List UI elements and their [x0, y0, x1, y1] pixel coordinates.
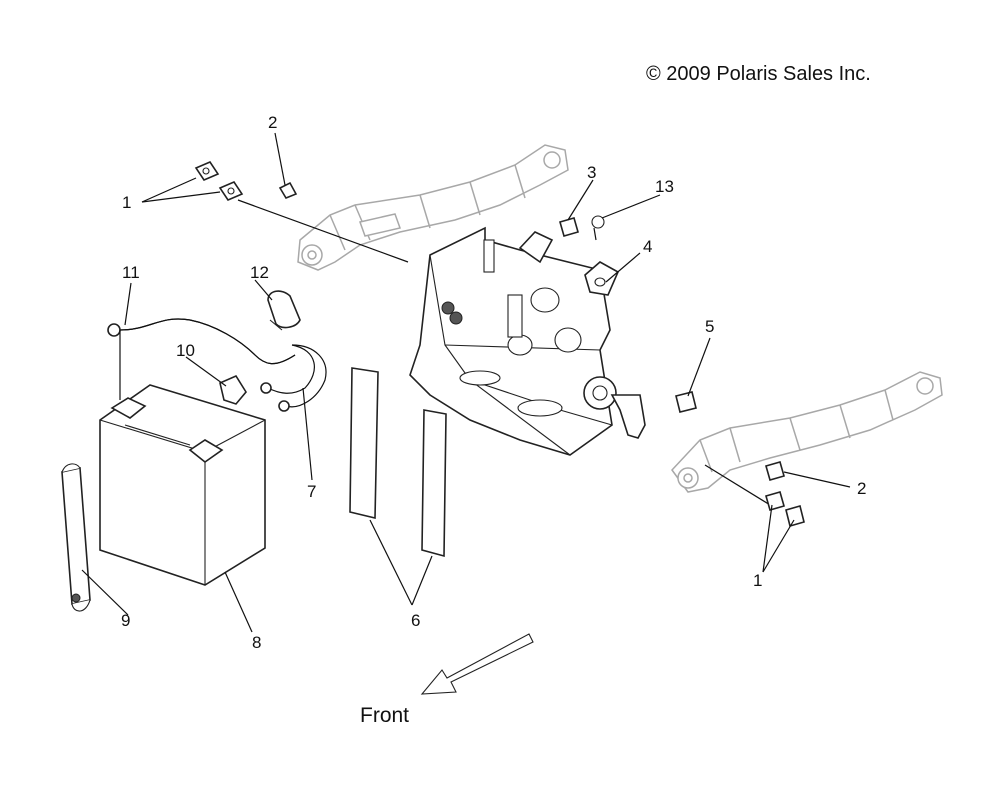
callout-2-top: 2 [268, 113, 277, 132]
leader-lines [81, 132, 851, 633]
foam-pads [349, 367, 447, 558]
callout-12: 12 [250, 263, 269, 282]
battery-cables [107, 290, 327, 412]
callout-3: 3 [587, 163, 596, 182]
callout-2-right: 2 [857, 479, 866, 498]
battery [99, 384, 266, 586]
callout-7: 7 [307, 482, 316, 501]
callout-11: 11 [122, 263, 140, 282]
callout-6: 6 [411, 611, 420, 630]
callout-8: 8 [252, 633, 261, 652]
callout-1-left: 1 [122, 193, 131, 212]
callout-1-right: 1 [753, 571, 762, 590]
callout-13: 13 [655, 177, 674, 196]
fasteners [194, 161, 805, 527]
front-arrow [420, 633, 534, 695]
battery-strap [61, 463, 91, 612]
front-label: Front [360, 704, 409, 727]
callout-10: 10 [176, 341, 195, 360]
callout-5: 5 [705, 317, 714, 336]
upper-frame-rail [297, 144, 569, 271]
callout-4: 4 [643, 237, 652, 256]
callout-9: 9 [121, 611, 130, 630]
battery-box-bracket [409, 226, 646, 456]
lower-frame-rail [671, 371, 943, 493]
callout-labels: 1 2 3 13 4 11 12 10 5 7 2 1 9 8 6 [121, 113, 866, 652]
copyright-text: © 2009 Polaris Sales Inc. [646, 63, 871, 85]
